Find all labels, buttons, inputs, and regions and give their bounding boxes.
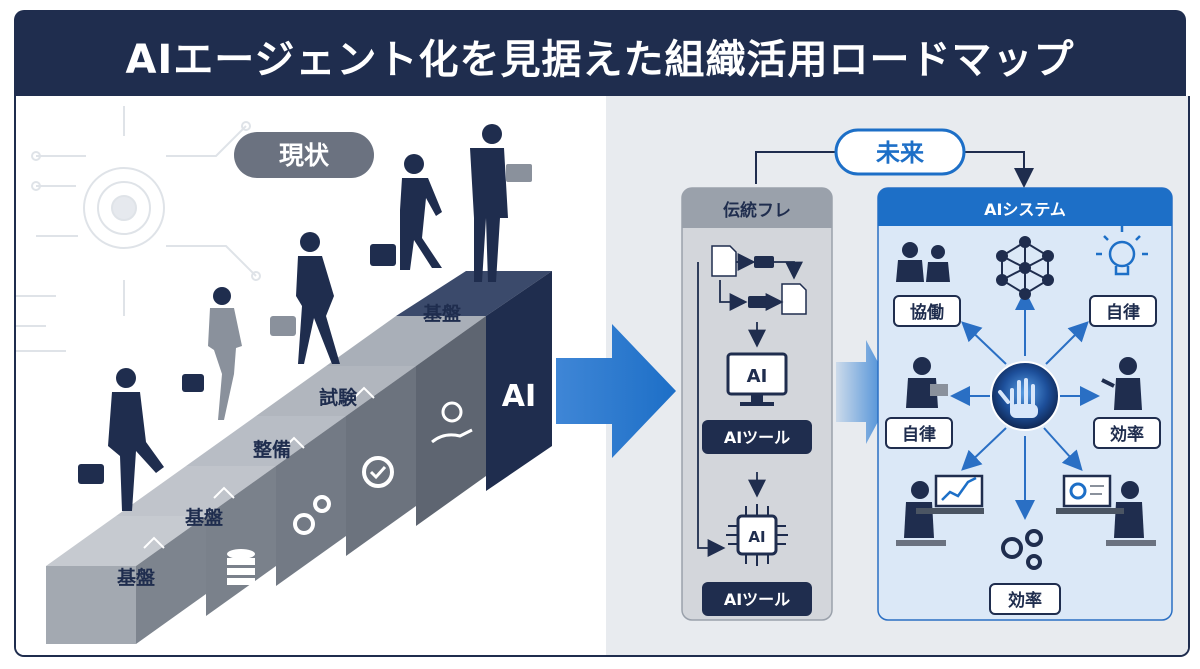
current-label: 現状 [279,141,330,170]
stair-label-2: 基盤 [184,506,224,529]
stair-label-5: 基盤 [422,302,462,325]
node-badge-5: 効率 [989,583,1061,615]
monitor-text: AI [747,366,768,387]
content-panel: 現状 [14,96,1190,657]
ai-system-panel: AIシステム [877,187,1173,621]
worker-icon [906,357,948,408]
stair-label-1: 基盤 [116,566,156,589]
hub-spokes [950,290,1100,520]
chip-icon: AI [726,504,788,566]
node-label-2: 自律 [1106,302,1140,323]
current-label-pill: 現状 [234,132,374,178]
network-icon [996,236,1054,300]
future-connector [755,151,1034,188]
node-label-5: 効率 [1008,590,1042,611]
process-arrows [697,253,803,557]
ai-system-header: AIシステム [984,200,1066,219]
future-label: 未来 [876,139,925,167]
dashboard-monitor-icon [1056,474,1156,546]
ai-tool-badge-1: AIツール [702,420,812,454]
traditional-panel: 伝統フレ [681,187,833,621]
title-bar: AIエージェント化を見据えた組織活用ロードマップ [14,10,1186,102]
team-icon [896,242,950,282]
gear-hand-icon [431,401,473,444]
staircase: 基盤 基盤 整備 試験 基盤 AI [46,124,552,644]
lightbulb-icon [1096,226,1148,276]
node-badge-1: 協働 [893,295,961,327]
monitor-icon: AI [726,352,788,406]
circuit-gear-icon [16,106,261,352]
presenter-icon [1101,357,1142,410]
transition-arrow [556,324,676,458]
stair-label-4: 試験 [319,386,358,409]
chip-text: AI [748,528,765,546]
node-badge-2: 自律 [1089,295,1157,327]
robot-hand-icon [990,361,1060,431]
process-nodes [748,256,774,308]
gears-icon [1001,529,1043,570]
node-badge-4: 効率 [1093,417,1161,449]
node-label-3: 自律 [902,424,936,445]
document-icon [711,245,807,315]
node-badge-3: 自律 [885,417,953,449]
business-people [78,124,532,511]
node-label-4: 効率 [1110,424,1144,445]
database-icon [227,549,255,585]
future-label-pill: 未来 [834,128,966,176]
chart-monitor-icon [896,474,984,546]
page-title: AIエージェント化を見据えた組織活用ロードマップ [125,37,1075,83]
stair-label-3: 整備 [253,438,291,461]
node-label-1: 協働 [910,302,944,323]
ai-tool-label-2: AIツール [724,590,790,609]
gears-icon [293,495,331,535]
stair-label-ai: AI [502,379,536,414]
ai-tool-label-1: AIツール [724,428,790,447]
gear-check-icon [362,456,394,488]
ai-tool-badge-2: AIツール [702,582,812,616]
traditional-header: 伝統フレ [723,200,791,221]
